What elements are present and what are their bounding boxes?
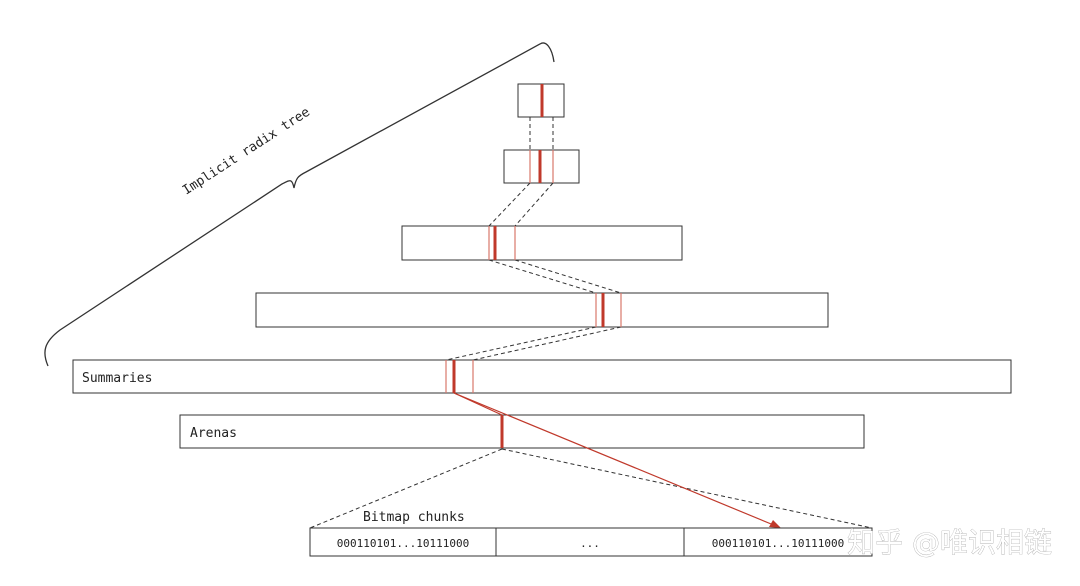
watermark: 知乎 @唯识相链	[847, 526, 1052, 559]
bitmap-chunk-2	[495, 527, 685, 557]
bitmap-chunk-1	[309, 527, 497, 557]
implicit-radix-tree-brace	[44, 42, 555, 367]
summary-to-bitmap-arrow	[453, 392, 777, 527]
bitmap-chunk-3	[683, 527, 873, 557]
tree-level-3	[401, 225, 683, 261]
tree-level-4	[255, 292, 829, 328]
summaries-bar	[72, 359, 1012, 394]
bitmap-chunk-3-text: 000110101...10111000	[712, 537, 844, 550]
arenas-label: Arenas	[190, 426, 237, 441]
arrow-head-icon	[769, 520, 781, 528]
level-connectors	[309, 117, 873, 529]
arenas-bar	[179, 414, 865, 449]
bitmap-chunks-title: Bitmap chunks	[363, 510, 465, 525]
summaries-label: Summaries	[82, 371, 152, 386]
bitmap-chunk-2-text: ...	[580, 537, 600, 550]
bitmap-chunk-1-text: 000110101...10111000	[337, 537, 469, 550]
